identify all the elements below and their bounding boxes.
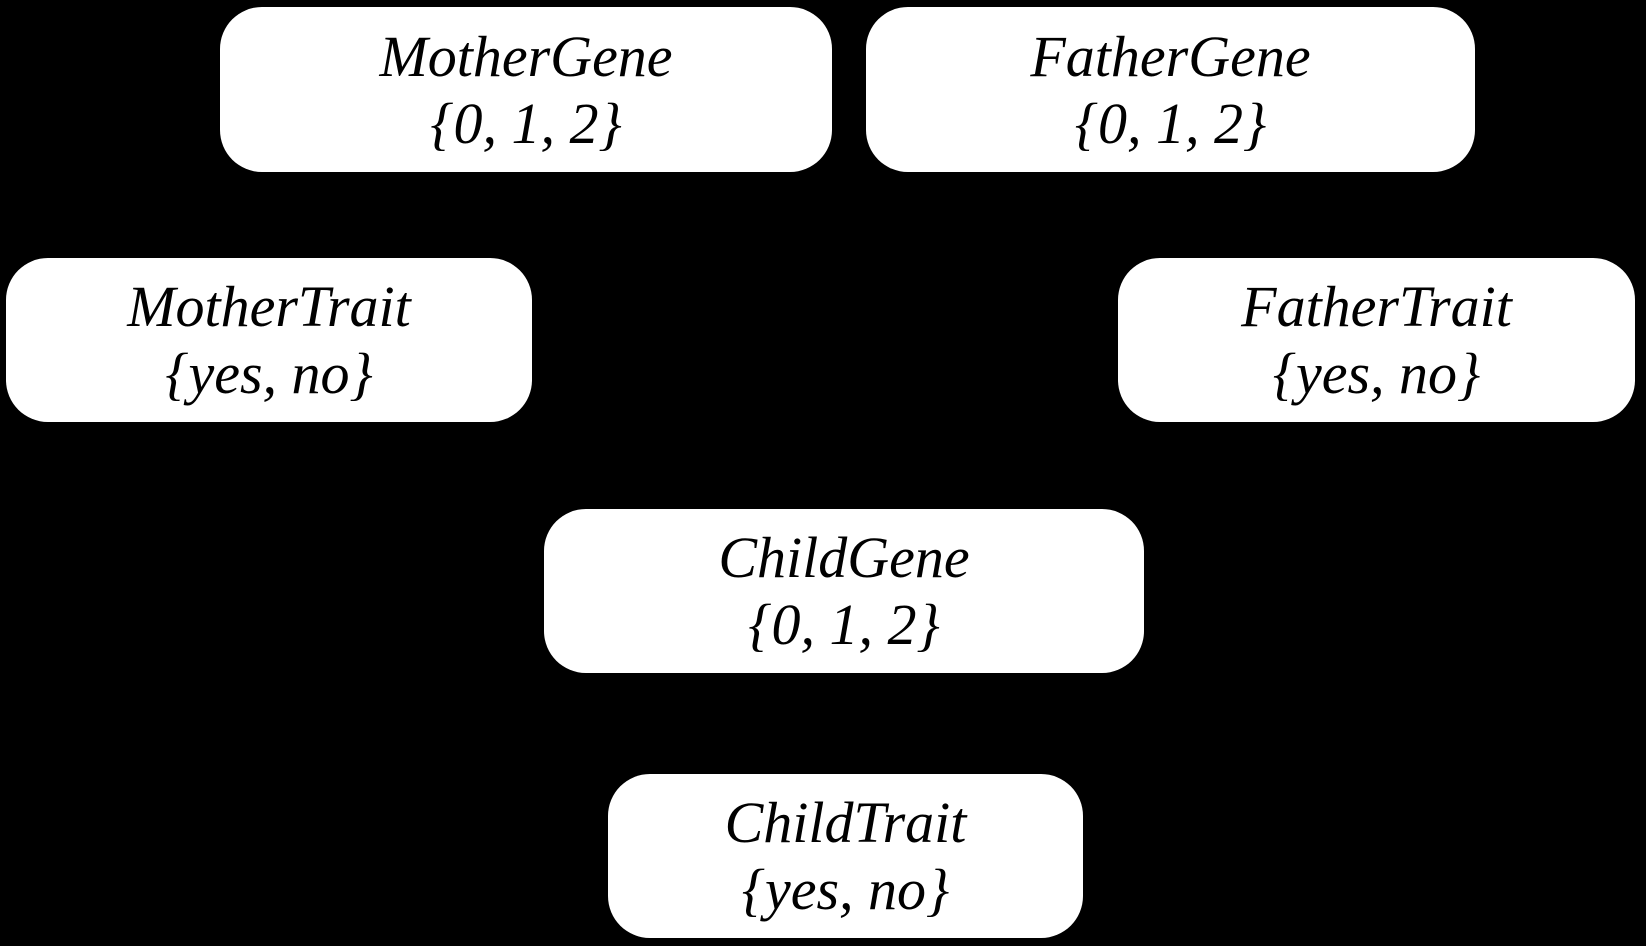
node-child-gene-values: {0, 1, 2} (748, 592, 940, 657)
node-child-trait-values: {yes, no} (741, 857, 950, 922)
node-mother-gene-title: MotherGene (379, 23, 673, 89)
node-father-trait: FatherTrait {yes, no} (1118, 258, 1635, 422)
node-father-gene: FatherGene {0, 1, 2} (866, 7, 1475, 172)
node-child-trait-title: ChildTrait (724, 790, 967, 855)
node-mother-trait-values: {yes, no} (165, 341, 373, 406)
node-child-gene-title: ChildGene (718, 525, 970, 590)
node-mother-trait-title: MotherTrait (127, 274, 411, 339)
node-mother-trait: MotherTrait {yes, no} (6, 258, 532, 422)
node-mother-gene-values: {0, 1, 2} (430, 90, 622, 156)
node-mother-gene: MotherGene {0, 1, 2} (220, 7, 832, 172)
node-father-trait-title: FatherTrait (1241, 274, 1512, 339)
node-father-gene-values: {0, 1, 2} (1074, 90, 1267, 156)
node-child-gene: ChildGene {0, 1, 2} (544, 509, 1144, 673)
node-child-trait: ChildTrait {yes, no} (608, 774, 1083, 938)
node-father-trait-values: {yes, no} (1272, 341, 1481, 406)
node-father-gene-title: FatherGene (1030, 23, 1311, 89)
